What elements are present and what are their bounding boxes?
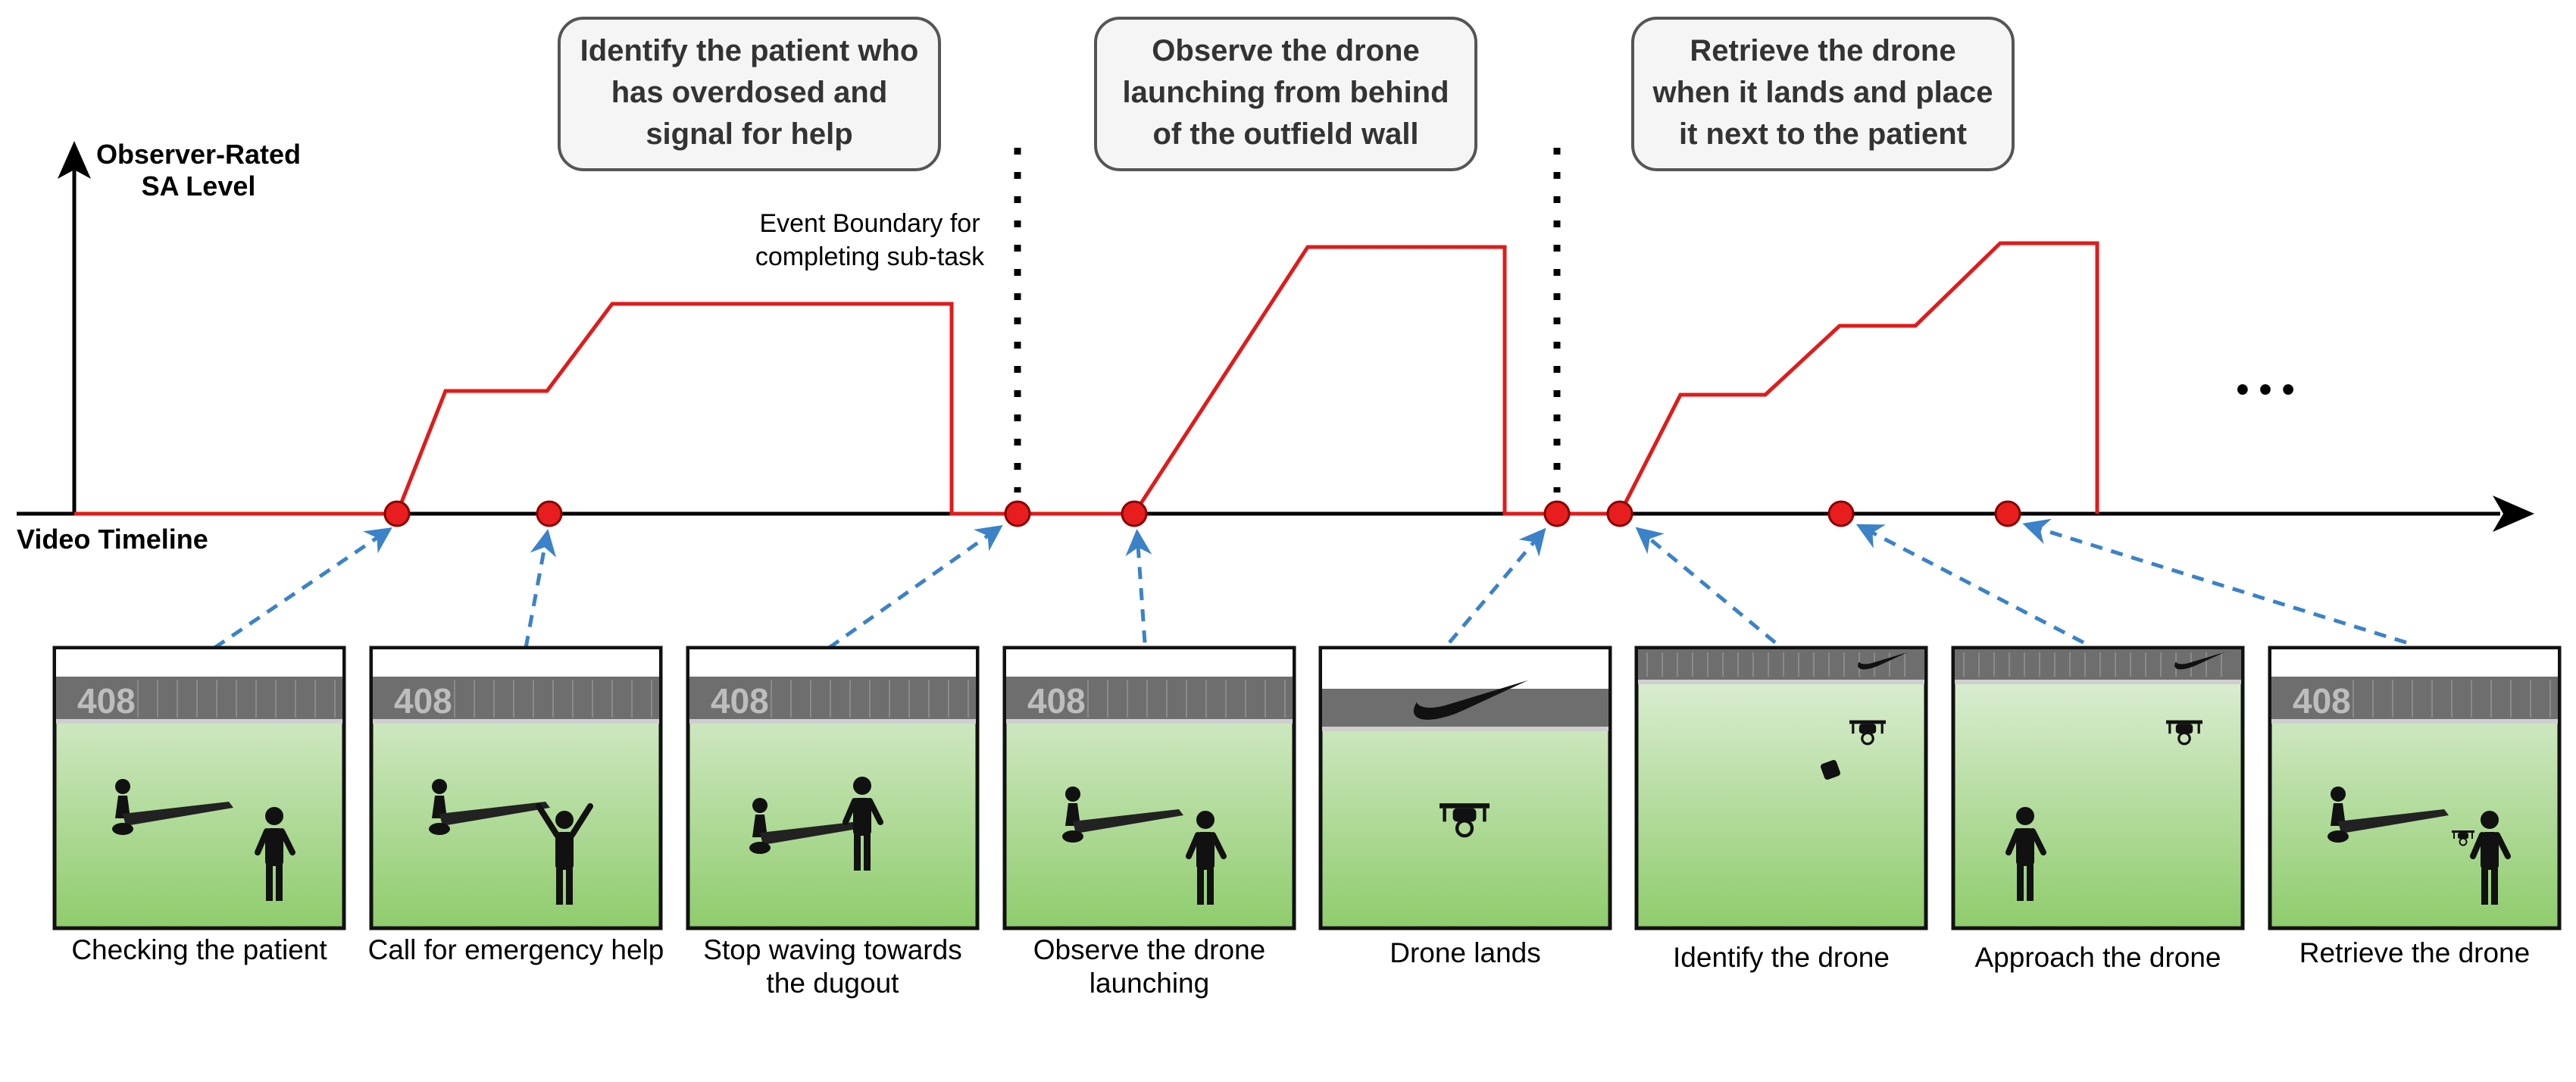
task-3-line-3: it next to the patient [1679, 117, 1967, 151]
task-box-3: Retrieve the drone when it lands and pla… [1631, 17, 2015, 171]
frame-4-caption-line-2: launching [1089, 968, 1209, 999]
swoosh-logo-icon [2174, 652, 2225, 670]
task-2-line-2: launching from behind [1122, 76, 1449, 109]
scoreboard-number: 408 [394, 681, 452, 721]
task-3-line-2: when it lands and place [1652, 76, 1993, 109]
y-axis-label-line-2: SA Level [142, 170, 256, 202]
x-axis-arrowhead [2493, 496, 2534, 532]
sa-level-line [74, 241, 2099, 516]
patient-icon [1062, 786, 1183, 843]
event-boundary-label-line-1: Event Boundary for [759, 209, 980, 238]
event-marker-4 [1121, 500, 1148, 527]
scoreboard-number: 408 [77, 681, 136, 721]
frame-8-caption-line-1: Retrieve the drone [2299, 937, 2530, 968]
arrow-frame-8 [2022, 518, 2407, 645]
task-1-line-2: has overdosed and [611, 76, 888, 109]
arrow-frame-4 [1125, 529, 1152, 643]
scoreboard-number: 408 [711, 681, 769, 721]
task-box-1: Identify the patient who has overdosed a… [558, 17, 941, 171]
frame-5: Drone lands [1318, 646, 1612, 968]
frame-3-caption-line-1: Stop waving towards [703, 934, 961, 965]
person-icon [843, 777, 883, 871]
scoreboard-number: 408 [2293, 681, 2351, 721]
scoreboard-number: 408 [1027, 681, 1086, 721]
person-icon [536, 803, 593, 905]
event-boundary-label-line-2: completing sub-task [755, 242, 985, 271]
drone-icon [1849, 720, 1886, 746]
person-icon [2005, 807, 2046, 901]
arrow-frame-1 [213, 527, 392, 650]
event-marker-7 [1827, 500, 1855, 527]
event-marker-1 [383, 500, 411, 527]
frame-4-caption-line-1: Observe the drone [1033, 934, 1265, 965]
frame-2-caption-line-1: Call for emergency help [368, 934, 664, 965]
drone-icon [2452, 830, 2474, 846]
task-box-2: Observe the drone launching from behind … [1094, 17, 1477, 171]
frame-5-caption-line-1: Drone lands [1390, 937, 1541, 968]
task-2-line-1: Observe the drone [1152, 34, 1419, 67]
arrow-frame-3 [827, 524, 1003, 650]
swoosh-logo-icon [1413, 680, 1529, 720]
swoosh-logo-icon [1858, 652, 1909, 670]
arrow-frame-7 [1855, 524, 2085, 645]
frame-1-caption-line-1: Checking the patient [71, 934, 327, 965]
arrow-frame-6 [1635, 527, 1777, 644]
person-icon [1186, 811, 1227, 905]
event-marker-8 [1994, 500, 2021, 527]
patient-icon [749, 798, 871, 854]
arrow-frame-5 [1448, 527, 1546, 644]
drone-icon [2166, 720, 2202, 746]
drone-icon [1440, 803, 1490, 838]
patient-icon [429, 779, 550, 835]
event-marker-6 [1606, 500, 1633, 527]
person-icon [2470, 811, 2511, 905]
y-axis-label-line-1: Observer-Rated [96, 139, 301, 170]
task-1-line-3: signal for help [646, 117, 852, 151]
frame-3-caption-line-2: the dugout [767, 968, 900, 999]
task-2-line-3: of the outfield wall [1152, 117, 1418, 151]
event-marker-5 [1543, 500, 1571, 527]
event-marker-2 [536, 500, 563, 527]
task-1-line-1: Identify the patient who [580, 34, 919, 67]
patient-icon [112, 779, 233, 835]
task-3-line-1: Retrieve the drone [1690, 34, 1955, 67]
frame-6: Identify the drone [1634, 646, 1928, 973]
continuation-dots: • • • [2236, 370, 2294, 410]
arrow-frame-2 [524, 529, 557, 649]
frame-7: Approach the drone [1951, 646, 2245, 973]
person-icon [255, 807, 295, 901]
frame-7-caption-line-1: Approach the drone [1974, 942, 2221, 973]
x-axis-label: Video Timeline [17, 524, 208, 555]
event-marker-3 [1004, 500, 1031, 527]
patient-icon [2327, 786, 2449, 843]
frame-6-caption-line-1: Identify the drone [1673, 942, 1890, 973]
y-axis-arrowhead [58, 141, 91, 179]
